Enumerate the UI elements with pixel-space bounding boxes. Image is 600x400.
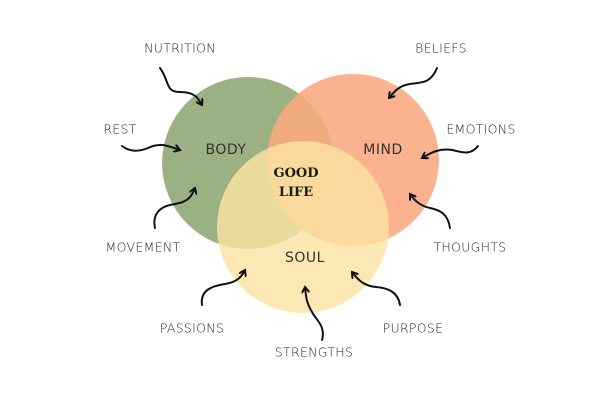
good-life-line1: GOOD xyxy=(273,166,319,181)
body-label: BODY xyxy=(205,142,247,158)
nutrition-label: NUTRITION xyxy=(144,40,216,56)
emotions-label: EMOTIONS xyxy=(446,121,516,137)
beliefs-label: BELIEFS xyxy=(415,40,467,56)
mind-label: MIND xyxy=(363,142,403,158)
purpose-arrow xyxy=(352,272,401,306)
rest-arrow xyxy=(121,143,180,151)
passions-arrow xyxy=(200,270,245,306)
good-life-label: GOOD LIFE xyxy=(273,164,318,202)
beliefs-arrow xyxy=(389,67,438,98)
good-life-line2: LIFE xyxy=(278,185,314,200)
emotions-arrow xyxy=(422,145,479,158)
thoughts-arrow xyxy=(410,194,451,229)
strengths-label: STRENGTHS xyxy=(274,344,354,360)
purpose-label: PURPOSE xyxy=(382,320,444,336)
nutrition-arrow xyxy=(159,67,202,105)
soul-circle xyxy=(217,141,389,313)
passions-label: PASSIONS xyxy=(159,320,225,336)
thoughts-label: THOUGHTS xyxy=(433,239,507,255)
movement-arrow xyxy=(153,188,195,229)
rest-label: REST xyxy=(103,121,137,137)
strengths-arrow xyxy=(305,287,324,341)
soul-label: SOUL xyxy=(285,250,325,266)
movement-label: MOVEMENT xyxy=(105,239,181,255)
